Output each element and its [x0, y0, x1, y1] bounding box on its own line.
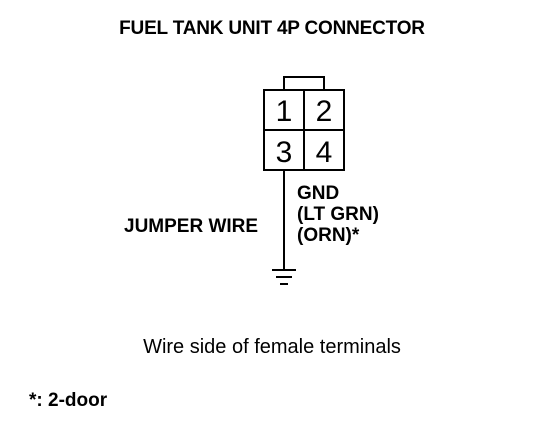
pin-2-label: 2 — [316, 95, 333, 128]
gnd-label: GND — [297, 183, 340, 204]
jumper-wire-label: JUMPER WIRE — [124, 216, 259, 237]
diagram-title: FUEL TANK UNIT 4P CONNECTOR — [119, 18, 425, 39]
wire-color-orn: (ORN)* — [297, 225, 360, 246]
pin-3-label: 3 — [276, 136, 293, 169]
wire-color-lt-grn: (LT GRN) — [297, 204, 379, 225]
pin-1-label: 1 — [276, 95, 293, 128]
connector-lock-tab — [283, 76, 325, 91]
ground-symbol-icon — [272, 269, 296, 285]
footnote: *: 2-door — [29, 390, 108, 411]
view-caption: Wire side of female terminals — [143, 336, 401, 358]
pin-4-label: 4 — [316, 136, 333, 169]
